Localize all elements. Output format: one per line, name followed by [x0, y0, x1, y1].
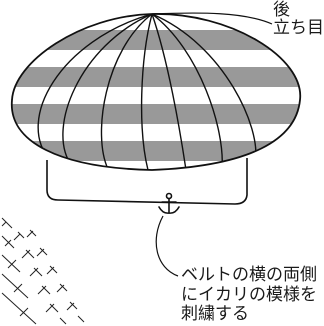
anchor-icon — [158, 192, 180, 214]
panel-seams — [37, 13, 257, 170]
crown-outline — [11, 13, 301, 171]
label-back-seam: 立ち目 — [273, 18, 324, 38]
headband — [46, 158, 248, 205]
crown-stripes — [11, 30, 301, 161]
crown — [11, 13, 301, 170]
label-back: 後 — [273, 0, 290, 20]
embroidery-pointer-line — [155, 215, 179, 277]
hatching-pattern — [1, 217, 85, 325]
label-embroidery-line1: ベルトの横の両側 — [181, 265, 317, 285]
back-pointer-line — [151, 12, 273, 25]
label-embroidery-line3: 刺繍する — [181, 304, 249, 324]
label-embroidery-line2: にイカリの模様を — [181, 285, 317, 305]
